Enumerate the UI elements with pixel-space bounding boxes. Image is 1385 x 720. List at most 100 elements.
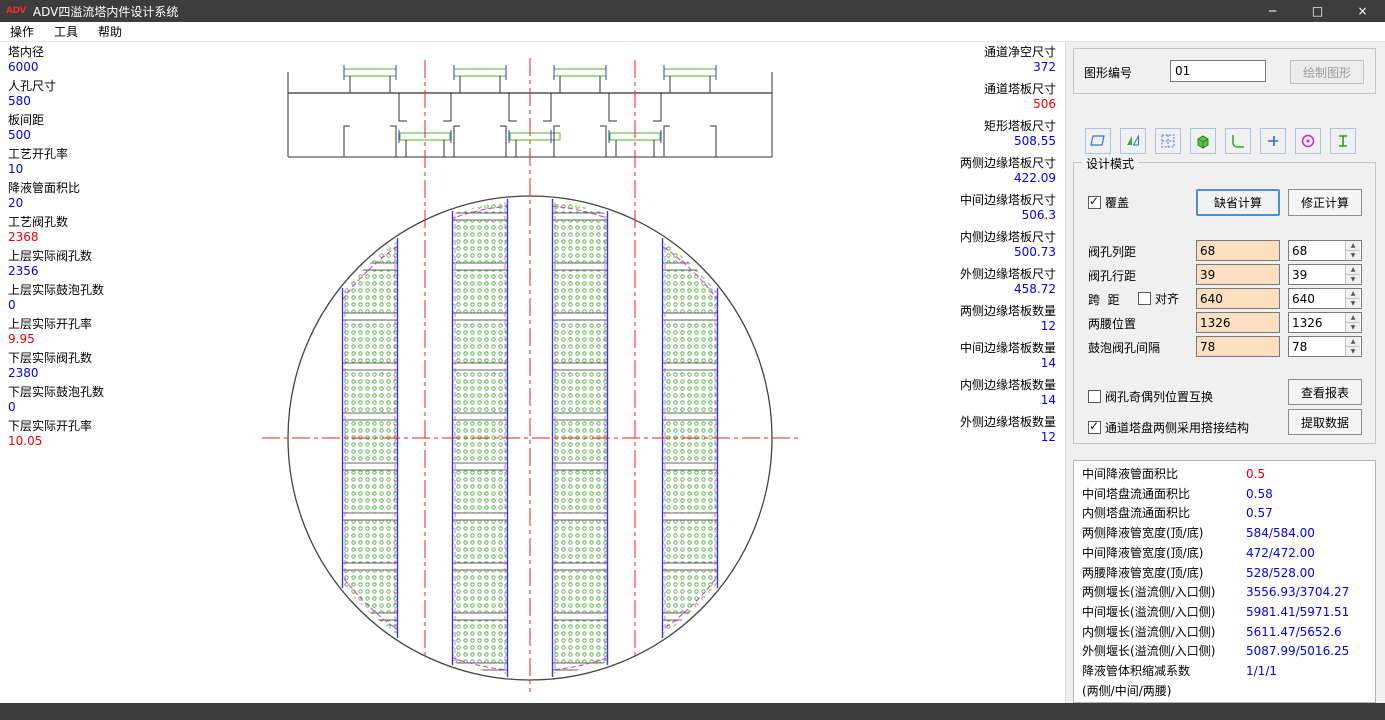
result-label: 两侧堰长(溢流侧/入口侧) (1082, 585, 1216, 600)
param-label: 降液管面积比 (8, 181, 81, 195)
dim-value: 458.72 (1014, 282, 1056, 296)
param-label: 人孔尺寸 (8, 79, 57, 93)
spin-up-button[interactable]: ▲ (1346, 241, 1360, 251)
centerlines (262, 58, 798, 692)
menu-operation[interactable]: 操作 (10, 24, 35, 39)
checkbox-label: 通道塔盘两侧采用搭接结构 (1105, 421, 1250, 435)
toolbar-button-corner[interactable] (1225, 128, 1251, 154)
waist-position-input[interactable] (1196, 312, 1280, 333)
toolbar-button-grid[interactable] (1155, 128, 1181, 154)
overwrite-checkbox[interactable]: 覆盖 (1088, 194, 1130, 210)
checkbox-box (1088, 390, 1101, 403)
spin-down-button[interactable]: ▼ (1346, 347, 1360, 356)
spinner-input[interactable] (1289, 265, 1345, 284)
extract-data-button[interactable]: 提取数据 (1288, 409, 1362, 435)
dim-label: 通道塔板尺寸 (983, 82, 1056, 96)
result-label-line1: 降液管体积缩减系数 (1082, 664, 1191, 679)
toolbar-button-valve[interactable] (1295, 128, 1321, 154)
spin-down-button[interactable]: ▼ (1346, 275, 1360, 284)
result-value: 5087.99/5016.25 (1246, 644, 1350, 659)
result-label: 两腰降液管宽度(顶/底) (1082, 565, 1204, 580)
row-label: 鼓泡阀孔间隔 (1088, 341, 1161, 355)
toolbar-button-tee[interactable] (1260, 128, 1286, 154)
bubble-valve-gap-input[interactable] (1196, 336, 1280, 357)
result-row: 两侧堰长(溢流侧/入口侧)3556.93/3704.27 (1082, 583, 1375, 603)
dim-label: 外侧边缘塔板尺寸 (959, 267, 1056, 281)
overlap-structure-checkbox[interactable]: 通道塔盘两侧采用搭接结构 (1088, 419, 1250, 435)
align-checkbox[interactable]: 对齐 (1138, 291, 1179, 306)
spin-down-button[interactable]: ▼ (1346, 299, 1360, 308)
swap-parity-checkbox[interactable]: 阀孔奇偶列位置互换 (1088, 389, 1213, 404)
default-calc-button[interactable]: 缺省计算 (1196, 189, 1280, 216)
dim-value: 508.55 (1014, 134, 1056, 148)
row-label: 两腰位置 (1088, 317, 1137, 331)
bubble-valve-gap-spinner: ▲▼ (1288, 336, 1362, 357)
dim-label: 通道净空尺寸 (983, 45, 1056, 59)
flow-triangles-icon (1127, 134, 1139, 146)
valve-col-spacing-input[interactable] (1196, 240, 1280, 261)
spin-up-button[interactable]: ▲ (1346, 337, 1360, 347)
spin-down-button[interactable]: ▼ (1346, 323, 1360, 332)
spin-up-button[interactable]: ▲ (1346, 265, 1360, 275)
dim-label: 内侧边缘塔板数量 (959, 378, 1056, 392)
maximize-button[interactable]: □ (1311, 4, 1324, 18)
draw-graphic-button[interactable]: 绘制图形 (1290, 60, 1364, 84)
valve-circle-icon (1301, 134, 1315, 148)
result-label: 降液管体积缩减系数 (两侧/中间/两腰) (1082, 662, 1246, 701)
span-input[interactable] (1196, 288, 1280, 309)
toolbar-button-cube[interactable] (1190, 128, 1216, 154)
dim-value: 14 (1040, 356, 1056, 370)
spinner-input[interactable] (1289, 337, 1345, 356)
spinner-input[interactable] (1289, 241, 1345, 260)
toolbar-button-beam[interactable] (1330, 128, 1356, 154)
span-spinner: ▲▼ (1288, 288, 1362, 309)
param-label: 塔内径 (8, 45, 45, 59)
result-value: 472/472.00 (1246, 545, 1315, 560)
param-value: 2368 (8, 230, 39, 244)
checkbox-box (1088, 194, 1101, 209)
result-value: 528/528.00 (1246, 565, 1315, 580)
close-button[interactable]: × (1357, 4, 1368, 18)
menu-help[interactable]: 帮助 (98, 24, 123, 39)
app-icon: ADV (6, 6, 26, 16)
valve-row-spacing-input[interactable] (1196, 264, 1280, 285)
revise-calc-button[interactable]: 修正计算 (1288, 189, 1362, 216)
minimize-button[interactable]: ─ (1268, 4, 1277, 18)
toolbar-button-tray-panel[interactable] (1085, 128, 1111, 154)
menu-tools[interactable]: 工具 (54, 24, 79, 39)
spin-up-button[interactable]: ▲ (1346, 313, 1360, 323)
drawing-number-input[interactable] (1170, 60, 1266, 82)
checkbox-label: 覆盖 (1105, 196, 1130, 210)
result-label: 外侧堰长(溢流侧/入口侧) (1082, 644, 1216, 659)
valve-col-spacing-spinner: ▲▼ (1288, 240, 1362, 261)
toolbar-button-flow[interactable] (1120, 128, 1146, 154)
spin-up-button[interactable]: ▲ (1346, 289, 1360, 299)
checkbox-label: 对齐 (1155, 292, 1180, 306)
view-report-button[interactable]: 查看报表 (1288, 379, 1362, 405)
result-label: 内侧塔盘流通面积比 (1082, 506, 1191, 521)
dim-label: 矩形塔板尺寸 (983, 119, 1056, 133)
result-value: 0.58 (1246, 486, 1273, 501)
hole-grid-icon (1161, 134, 1175, 148)
waist-position-spinner: ▲▼ (1288, 312, 1362, 333)
spin-down-button[interactable]: ▼ (1346, 251, 1360, 260)
result-label: 中间塔盘流通面积比 (1082, 486, 1191, 501)
spinner-input[interactable] (1289, 313, 1345, 332)
span-row: 跨 距 对齐 ▲▼ (1074, 288, 1375, 310)
param-label: 上层实际开孔率 (8, 317, 93, 331)
result-value: 5611.47/5652.6 (1246, 624, 1342, 639)
tee-joint-icon (1268, 136, 1278, 146)
title-bar: ADV ADV四溢流塔内件设计系统 ─ □ × (0, 0, 1385, 22)
spinner-input[interactable] (1289, 289, 1345, 308)
